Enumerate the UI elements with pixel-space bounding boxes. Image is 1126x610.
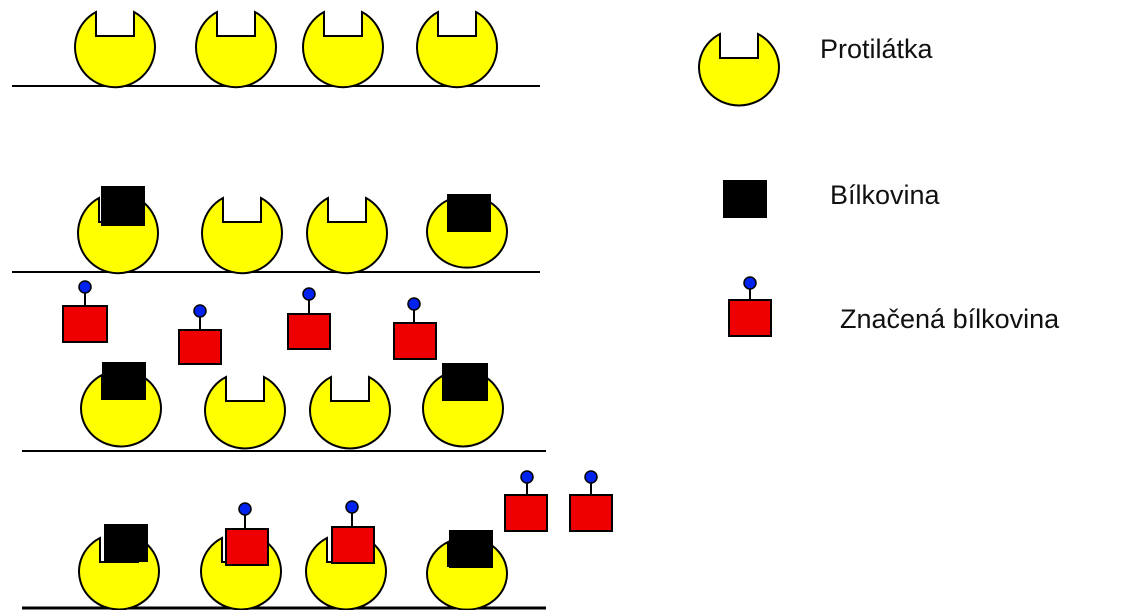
antibody xyxy=(74,10,156,89)
protein xyxy=(101,186,145,226)
protein xyxy=(104,524,148,562)
protein xyxy=(102,362,146,400)
protein xyxy=(449,530,493,568)
legend-antibody-label: Protilátka xyxy=(820,34,933,64)
labeled-protein xyxy=(62,280,108,343)
antibody xyxy=(306,196,388,275)
legend-labeled-protein-icon xyxy=(728,276,772,337)
labeled-protein xyxy=(504,470,548,532)
antibody xyxy=(309,375,391,450)
stage-competition xyxy=(22,470,613,610)
protein xyxy=(442,363,488,401)
antibody xyxy=(416,10,498,89)
stage-antibodies-only xyxy=(12,10,540,89)
labeled-protein xyxy=(287,287,331,350)
stage-labeled-added xyxy=(22,280,546,452)
legend xyxy=(698,32,780,337)
antibody xyxy=(195,10,277,89)
labeled-protein xyxy=(569,470,613,532)
antibody xyxy=(302,10,384,89)
protein xyxy=(447,194,491,232)
legend-protein-icon xyxy=(723,180,767,218)
legend-labeled-protein-label: Značená bílkovina xyxy=(840,304,1060,334)
labeled-protein xyxy=(225,502,269,566)
labeled-protein xyxy=(178,304,222,365)
stage-protein-bound xyxy=(12,186,540,275)
labeled-protein xyxy=(393,297,437,360)
antibody xyxy=(201,196,283,275)
labeled-protein xyxy=(331,500,375,564)
antibody xyxy=(204,375,286,450)
legend-antibody-icon xyxy=(698,32,780,107)
legend-protein-label: Bílkovina xyxy=(830,180,940,210)
